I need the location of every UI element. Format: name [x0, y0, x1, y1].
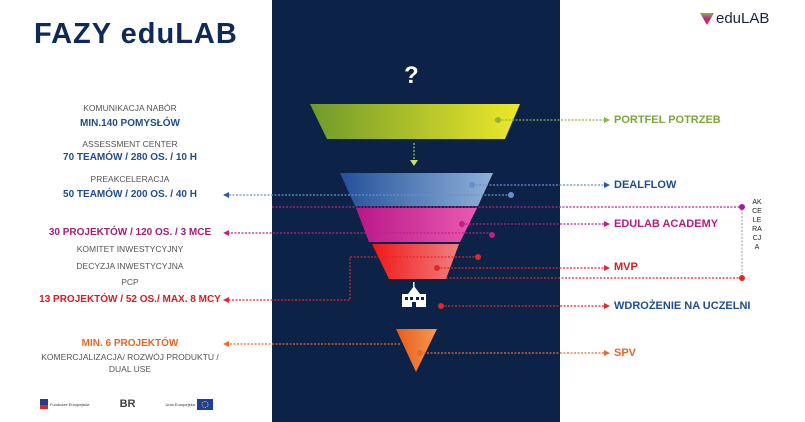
page-title: FAZY eduLAB	[34, 18, 238, 50]
university-building-icon	[402, 282, 426, 307]
funnel-stage-spv	[396, 329, 437, 372]
logo-fundusze: Fundusze Europejskie	[40, 399, 90, 409]
label-teamy-70: 70 TEAMÓW / 280 OS. / 10 H	[63, 152, 197, 163]
label-decyzja: DECYZJA INWESTYCYJNA	[76, 261, 184, 271]
label-wdrozenie: WDROŻENIE NA UCZELNI	[614, 300, 751, 312]
label-projekty-6: MIN. 6 PROJEKTÓW	[81, 338, 179, 349]
sponsor-logos: Fundusze Europejskie BR Unia Europejska	[40, 398, 213, 410]
label-teamy-50: 50 TEAMÓW / 200 OS. / 40 H	[63, 189, 197, 200]
label-portfel-potrzeb: PORTFEL POTRZEB	[614, 114, 721, 126]
label-komercjalizacja: KOMERCJALIZACJA/ ROZWÓJ PRODUKTU /	[41, 352, 219, 362]
label-komunikacja: KOMUNIKACJA NABÓR	[83, 103, 177, 113]
label-komitet: KOMITET INWESTYCYJNY	[76, 244, 184, 254]
label-pomysly: MIN.140 POMYSŁÓW	[79, 118, 180, 129]
label-akceleracja: AKCELERACJA	[752, 199, 762, 251]
edulab-logo: eduLAB	[700, 10, 769, 27]
logo-text: eduLAB	[716, 10, 770, 27]
logo-br: BR	[119, 398, 136, 410]
label-dual-use: DUAL USE	[108, 364, 152, 374]
funnel-stage-portfel	[310, 104, 520, 139]
label-spv: SPV	[614, 347, 637, 359]
label-mvp: MVP	[614, 261, 638, 273]
label-preakceleracja: PREAKCELERACJA	[90, 174, 170, 184]
funnel-stage-mvp	[372, 244, 459, 279]
label-dealflow: DEALFLOW	[614, 179, 677, 191]
funnel-stage-academy	[356, 208, 477, 242]
funnel-stage-dealflow	[340, 173, 493, 206]
label-projekty-13: 13 PROJEKTÓW / 52 OS./ MAX. 8 MCY	[39, 294, 221, 305]
label-assessment: ASSESSMENT CENTER	[82, 139, 178, 149]
logo-eu: Unia Europejska	[165, 398, 213, 410]
label-edulab-academy: EDULAB ACADEMY	[614, 218, 719, 230]
label-projekty-30: 30 PROJEKTÓW / 120 OS. / 3 MCE	[48, 227, 212, 238]
question-mark: ?	[404, 62, 419, 89]
logo-funnel-icon	[700, 12, 714, 25]
label-pcp: PCP	[121, 277, 139, 287]
